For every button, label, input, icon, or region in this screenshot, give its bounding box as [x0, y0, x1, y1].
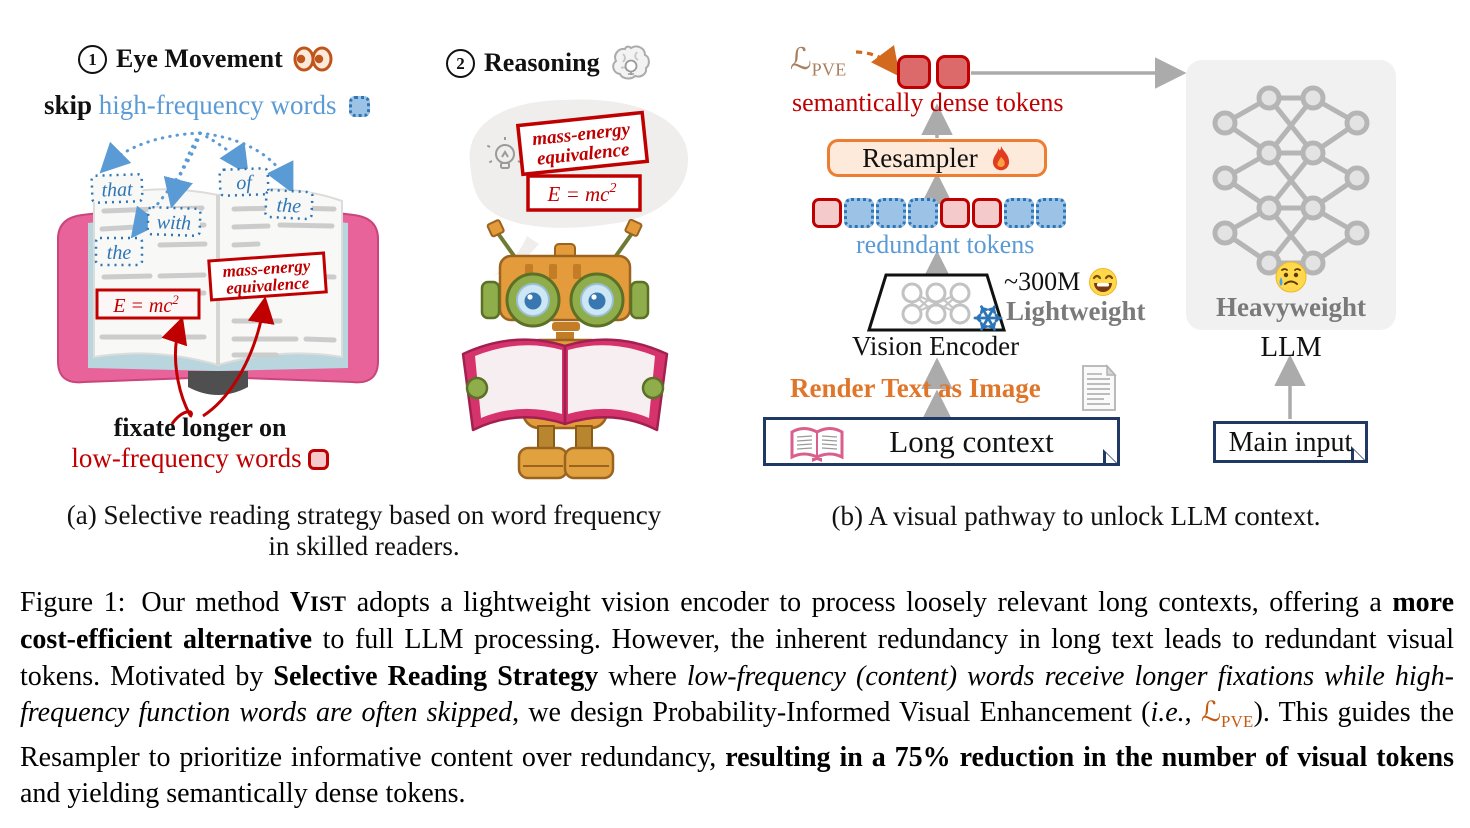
- high-frequency-token-swatch: [349, 96, 371, 117]
- step2-number: 2: [446, 48, 475, 78]
- figure-label: Figure 1:: [20, 587, 126, 618]
- fire-icon: [992, 145, 1009, 170]
- dense-token: [936, 55, 970, 89]
- open-book-emoji-icon: [790, 427, 844, 462]
- bubble-box-emc: E = mc2: [526, 174, 642, 212]
- brain-icon: [611, 45, 650, 80]
- lowfreq-label: low-frequency words: [40, 443, 360, 474]
- resampler-box: Resampler: [827, 139, 1047, 177]
- llm-label: LLM: [1260, 331, 1322, 363]
- heavyweight-llm-panel: Heavyweight: [1186, 60, 1396, 330]
- svg-text:E = mc2: E = mc2: [547, 181, 617, 206]
- dense-tokens-label: semantically dense tokens: [792, 88, 1064, 117]
- skipped-word-box-of: of: [218, 167, 270, 197]
- long-context-box: Long context: [763, 417, 1120, 466]
- skip-rest: high-frequency words: [92, 90, 337, 120]
- redundant-tokens-label: redundant tokens: [856, 230, 1035, 259]
- red-token: [972, 198, 1002, 228]
- low-frequency-token-swatch: [307, 449, 329, 470]
- blue-token: [844, 198, 874, 228]
- blue-token: [876, 198, 906, 228]
- skipped-word-box-the-left: the: [94, 236, 144, 267]
- caption-a: (a) Selective reading strategy based on …: [66, 500, 662, 561]
- skip-word: skip: [44, 90, 93, 120]
- step2-title: Reasoning: [484, 48, 600, 77]
- blue-token: [1004, 198, 1034, 228]
- blue-token: [1036, 198, 1066, 228]
- svg-text:the: the: [276, 194, 302, 217]
- skip-label: skip high-frequency words: [44, 90, 371, 121]
- step2-header: 2 Reasoning: [446, 44, 653, 82]
- redundant-tokens-row: [812, 198, 1066, 228]
- caption-b: (b) A visual pathway to unlock LLM conte…: [831, 501, 1321, 531]
- red-token: [940, 198, 970, 228]
- figure-caption: Figure 1:Our method VIST adopts a lightw…: [20, 587, 1455, 810]
- document-icon: [1082, 364, 1117, 411]
- bubble-box-mass-energy: mass-energy equivalence: [515, 110, 650, 177]
- llm-weight-label: Heavyweight: [1216, 292, 1366, 322]
- fixated-box-emc: E = mc2: [95, 288, 201, 320]
- svg-text:of: of: [236, 172, 255, 195]
- grinning-emoji-icon: [1089, 268, 1118, 296]
- skipped-word-box-with: with: [146, 205, 202, 238]
- step1-title: Eye Movement: [116, 44, 283, 73]
- open-book-illustration: that with the of the E = mc2: [57, 131, 379, 425]
- svg-text:the: the: [107, 242, 132, 264]
- sad-tear-emoji-icon: [1275, 261, 1307, 293]
- pve-loss-inline: ℒPVE: [1200, 696, 1254, 731]
- robot-illustration: mass-energy equivalence E = mc2: [461, 99, 689, 480]
- dense-token: [897, 55, 931, 89]
- main-input-box: Main input: [1213, 421, 1368, 463]
- pve-dashed-arrow: [855, 45, 900, 77]
- step1-number: 1: [78, 44, 107, 74]
- mini-network-icon: [866, 273, 1007, 332]
- blue-token: [908, 198, 938, 228]
- skipped-word-box-the-right: the: [264, 188, 314, 221]
- red-token: [812, 198, 842, 228]
- fixated-box-mass-energy: mass-energy equivalence: [207, 251, 328, 302]
- pve-loss-label: ℒPVE: [790, 43, 847, 80]
- svg-text:E = mc2: E = mc2: [112, 292, 179, 317]
- render-text-label: Render Text as Image: [790, 373, 1041, 403]
- resampler-label: Resampler: [862, 142, 978, 173]
- dense-tokens: [897, 55, 970, 89]
- neural-network-icon: [1212, 85, 1370, 276]
- eyes-icon: [293, 46, 333, 72]
- main-input-label: Main input: [1228, 427, 1353, 458]
- fixate-label: fixate longer on: [113, 413, 287, 442]
- encoder-size: ~300M: [1004, 267, 1118, 297]
- encoder-weight-label: Lightweight: [1006, 296, 1146, 326]
- long-context-label: Long context: [889, 424, 1054, 459]
- step1-header: 1 Eye Movement: [78, 44, 334, 74]
- snowflake-icon: [973, 305, 1003, 331]
- skipped-word-box-that: that: [90, 173, 144, 204]
- vision-encoder-label: Vision Encoder: [852, 331, 1020, 361]
- svg-text:that: that: [101, 178, 133, 201]
- svg-text:with: with: [156, 211, 191, 234]
